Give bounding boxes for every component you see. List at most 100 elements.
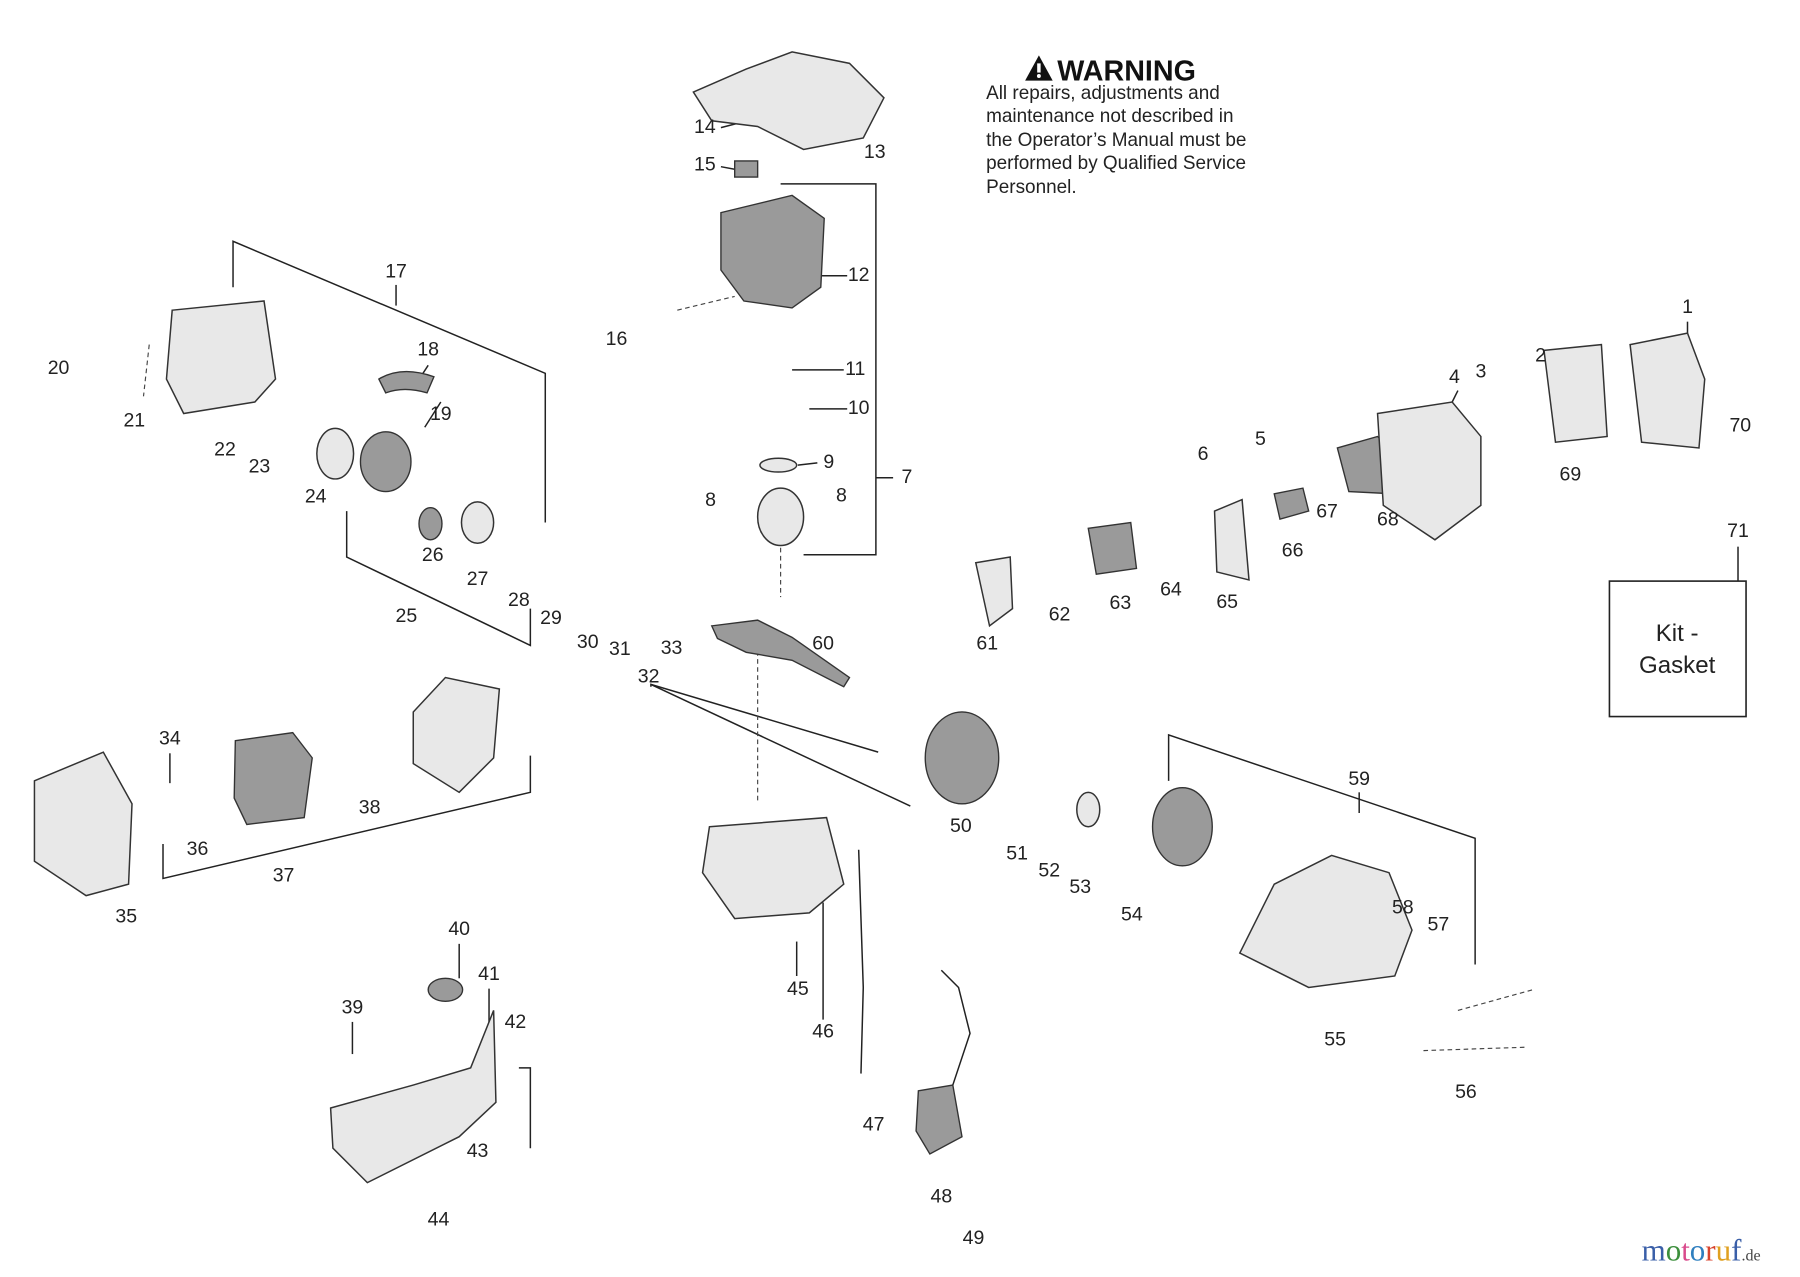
part-number-label: 3 xyxy=(1475,360,1486,382)
part-number-label: 59 xyxy=(1348,768,1370,790)
part-number-label: 4 xyxy=(1449,366,1460,388)
warning-triangle-icon xyxy=(1025,55,1053,81)
part-number-label: 20 xyxy=(48,357,70,379)
logo-suffix: .de xyxy=(1741,1248,1760,1265)
logo-letter: o xyxy=(1690,1233,1706,1268)
part-number-label: 50 xyxy=(950,815,972,837)
washer-part xyxy=(1076,791,1101,828)
warning-line: performed by Qualified Service xyxy=(986,153,1246,174)
part-number-label: 24 xyxy=(305,485,327,507)
part-number-label: 39 xyxy=(342,996,364,1018)
motoruf-logo: motoruf.de xyxy=(1642,1233,1761,1268)
part-number-label: 9 xyxy=(823,451,834,473)
part-number-label: 5 xyxy=(1255,428,1266,450)
gasket-part xyxy=(1213,498,1250,581)
part-number-label: 26 xyxy=(422,544,444,566)
part-number-label: 12 xyxy=(848,264,870,286)
logo-letter: o xyxy=(1666,1233,1682,1268)
part-number-label: 45 xyxy=(787,978,809,1000)
part-number-label: 51 xyxy=(1006,842,1028,864)
svg-text:motoruf.de: motoruf.de xyxy=(1642,1233,1761,1268)
logo-letter: t xyxy=(1681,1233,1690,1268)
part-number-label: 7 xyxy=(901,466,912,488)
part-number-label: 6 xyxy=(1198,443,1209,465)
part-number-label: 48 xyxy=(930,1186,952,1208)
crankshaft-part xyxy=(710,619,851,688)
part-number-label: 28 xyxy=(508,589,530,611)
part-number-label: 58 xyxy=(1392,896,1414,918)
part-number-label: 57 xyxy=(1428,914,1450,936)
part-number-label: 53 xyxy=(1069,876,1091,898)
warning-title: WARNING xyxy=(1057,56,1196,88)
spring-part xyxy=(418,506,443,541)
part-number-label: 56 xyxy=(1455,1081,1477,1103)
warning-block: WARNING All repairs, adjustments and mai… xyxy=(986,55,1246,198)
part-number-label: 47 xyxy=(863,1113,885,1135)
air-filter-housing-part xyxy=(1376,401,1482,541)
spark-plug-part xyxy=(734,160,759,178)
part-number-label: 46 xyxy=(812,1020,834,1042)
part-number-label: 10 xyxy=(848,397,870,419)
parts xyxy=(33,51,1706,1184)
part-number-label: 8 xyxy=(836,484,847,506)
part-number-label: 1 xyxy=(1682,296,1693,318)
part-number-label: 43 xyxy=(467,1140,489,1162)
part-number-label: 67 xyxy=(1316,500,1338,522)
part-number-label: 16 xyxy=(606,328,628,350)
ignition-module-part xyxy=(915,1084,963,1155)
logo-letter: r xyxy=(1705,1233,1716,1268)
hub-part xyxy=(460,501,495,544)
warning-line: Personnel. xyxy=(986,177,1077,198)
starter-handle-part xyxy=(377,370,435,394)
part-number-label: 70 xyxy=(1729,414,1751,436)
logo-letter: f xyxy=(1731,1233,1742,1268)
cylinder-shroud-part xyxy=(692,51,885,151)
dashed-assembly-lines xyxy=(142,295,1533,1052)
throttle-cable-part xyxy=(940,969,971,1086)
part-number-label: 23 xyxy=(249,456,271,478)
muffler-part xyxy=(233,731,313,826)
wire-part xyxy=(857,849,865,1074)
flywheel-part xyxy=(924,711,1000,805)
part-number-label: 15 xyxy=(694,154,716,176)
starter-housing-part xyxy=(165,300,277,415)
part-number-label: 64 xyxy=(1160,578,1182,600)
logo-letter: m xyxy=(1642,1233,1666,1268)
part-number-label: 52 xyxy=(1038,860,1060,882)
part-number-label: 65 xyxy=(1216,591,1238,613)
pulley-spring-part xyxy=(316,427,355,480)
crankcase-part xyxy=(701,816,845,920)
piston-part xyxy=(756,487,805,547)
part-number-label: 31 xyxy=(609,638,631,660)
part-number-label: 18 xyxy=(417,339,439,361)
part-number-label: 66 xyxy=(1282,539,1304,561)
part-number-label: 22 xyxy=(214,438,236,460)
part-number-label: 55 xyxy=(1324,1028,1346,1050)
part-number-label: 21 xyxy=(123,410,145,432)
warning-line: the Operator’s Manual must be xyxy=(986,130,1246,151)
part-number-label: 49 xyxy=(963,1227,985,1249)
part-number-label: 19 xyxy=(430,403,452,425)
cylinder-part xyxy=(720,194,825,309)
kit-line-1: Kit - xyxy=(1656,620,1699,647)
part-number-label: 34 xyxy=(159,728,181,750)
heat-shield-part xyxy=(412,676,501,794)
warning-line: maintenance not described in xyxy=(986,106,1233,127)
part-number-label: 41 xyxy=(478,963,500,985)
primer-bulb-part xyxy=(1273,487,1310,520)
part-number-label: 32 xyxy=(638,666,660,688)
part-number-label: 71 xyxy=(1727,520,1749,542)
clutch-part xyxy=(1151,787,1213,867)
part-number-label: 30 xyxy=(577,631,599,653)
air-filter-cover-part xyxy=(1629,332,1706,449)
muffler-cover-part xyxy=(33,751,133,897)
part-number-label: 42 xyxy=(505,1011,527,1033)
part-number-label: 25 xyxy=(396,605,418,627)
part-number-label: 11 xyxy=(845,358,865,380)
part-number-label: 60 xyxy=(812,632,834,654)
part-number-label: 44 xyxy=(428,1209,450,1231)
intake-part xyxy=(1087,521,1138,575)
part-number-label: 61 xyxy=(976,632,998,654)
